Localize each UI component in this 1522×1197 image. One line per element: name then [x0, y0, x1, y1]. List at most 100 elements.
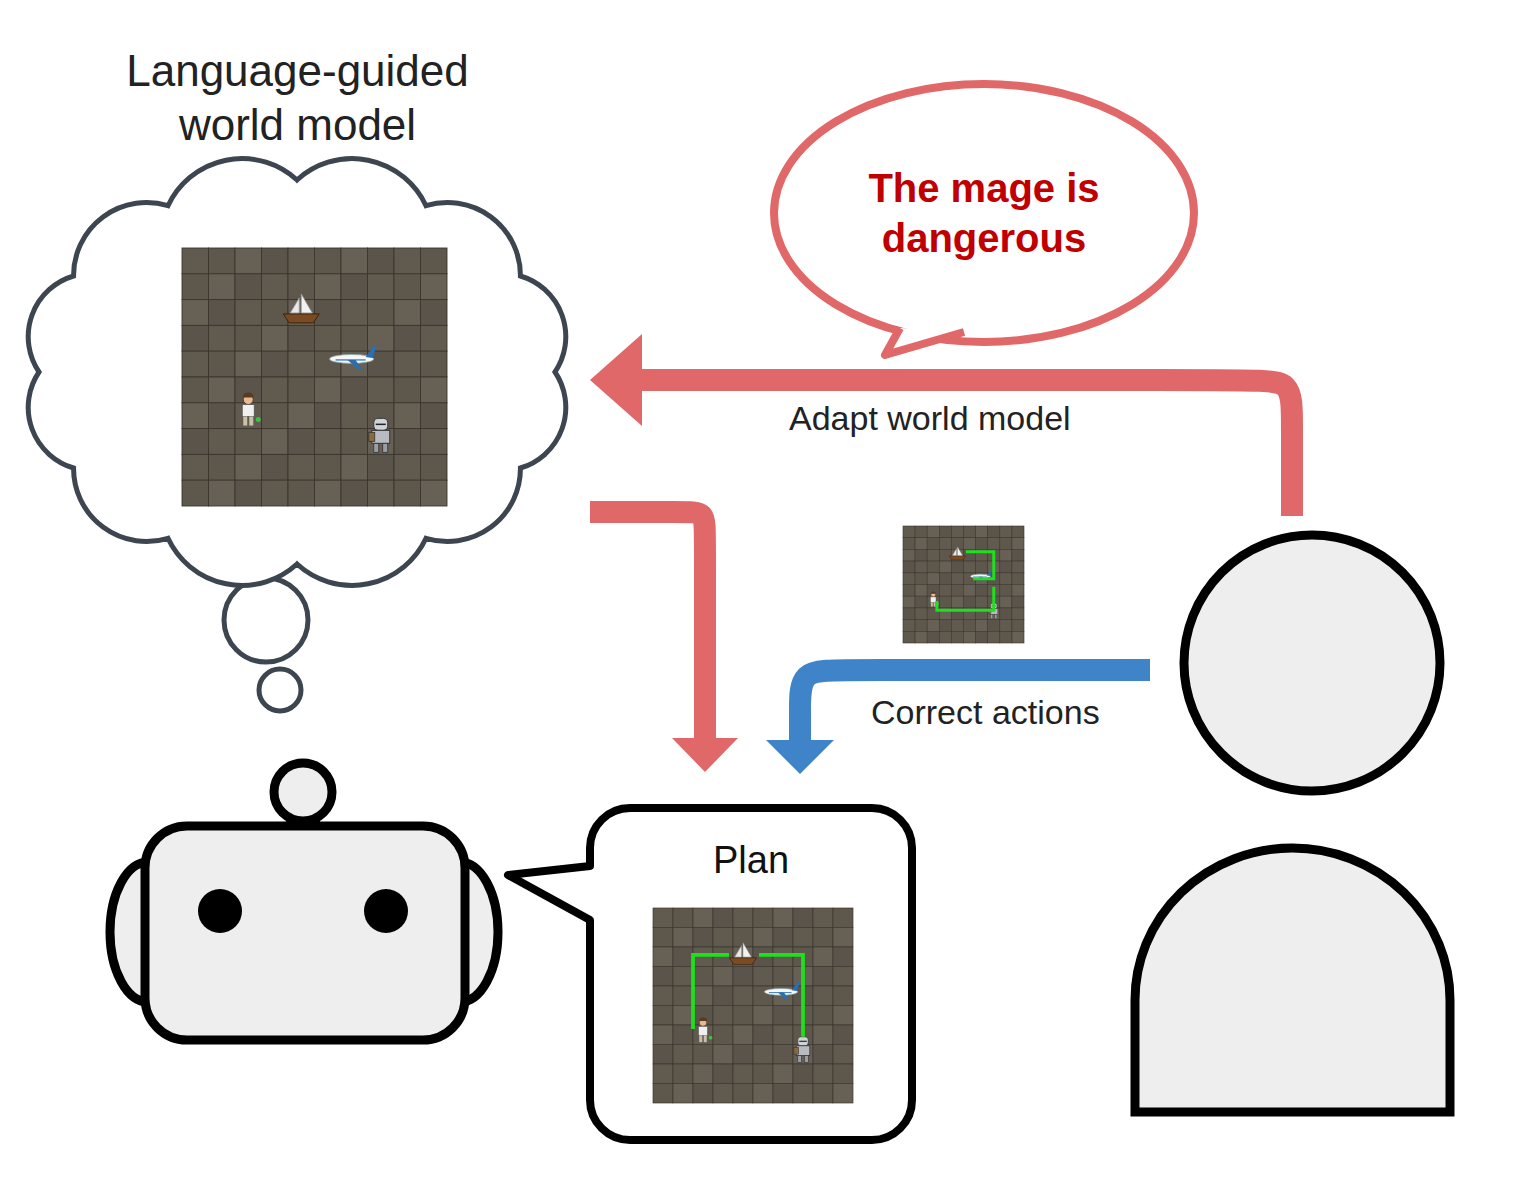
floor-tile	[927, 585, 939, 597]
floor-tile	[939, 585, 951, 597]
floor-tile	[1012, 538, 1024, 550]
knight-sprite	[369, 418, 390, 452]
floor-tile	[1012, 526, 1024, 538]
floor-tile	[773, 1045, 793, 1065]
floor-tile	[394, 429, 421, 455]
floor-tile	[833, 947, 853, 967]
floor-tile	[753, 1025, 773, 1045]
floor-tile	[1012, 585, 1024, 597]
floor-tile	[773, 1025, 793, 1045]
floor-tile	[903, 561, 915, 573]
speech-bubble: The mage is dangerous	[768, 78, 1200, 348]
floor-tile	[235, 454, 262, 480]
floor-tile	[182, 377, 209, 403]
floor-tile	[182, 351, 209, 377]
floor-tile	[976, 631, 988, 643]
floor-tile	[773, 928, 793, 948]
floor-tile	[693, 1025, 713, 1045]
floor-tile	[713, 1025, 733, 1045]
floor-tile	[1012, 549, 1024, 561]
floor-tile	[653, 967, 673, 987]
floor-tile	[753, 908, 773, 928]
floor-tile	[1000, 538, 1012, 550]
floor-tile	[653, 1064, 673, 1084]
floor-tile	[182, 454, 209, 480]
floor-tile	[315, 403, 342, 429]
floor-tile	[813, 1045, 833, 1065]
floor-tile	[927, 631, 939, 643]
floor-tile	[939, 596, 951, 608]
floor-tile	[235, 403, 262, 429]
floor-tile	[988, 631, 1000, 643]
floor-tile	[915, 538, 927, 550]
floor-tile	[903, 608, 915, 620]
floor-tile	[753, 928, 773, 948]
floor-tile	[315, 454, 342, 480]
floor-tile	[1000, 561, 1012, 573]
floor-tile	[288, 480, 315, 506]
grid-world	[653, 908, 853, 1103]
floor-tile	[1012, 561, 1024, 573]
floor-tile	[262, 480, 289, 506]
floor-tile	[793, 908, 813, 928]
arrow-head	[766, 740, 834, 774]
floor-tile	[421, 429, 448, 455]
floor-tile	[773, 908, 793, 928]
floor-tile	[315, 274, 342, 300]
floor-tile	[964, 631, 976, 643]
floor-tile	[951, 573, 963, 585]
floor-tile	[927, 538, 939, 550]
boat-sprite	[283, 294, 319, 323]
floor-tile	[813, 967, 833, 987]
floor-tile	[833, 1025, 853, 1045]
floor-tile	[341, 274, 368, 300]
bubble-tail	[885, 328, 964, 355]
floor-tile	[315, 377, 342, 403]
floor-tile	[713, 1064, 733, 1084]
floor-tile	[927, 526, 939, 538]
cloud-shape	[28, 159, 566, 586]
floor-tile	[915, 608, 927, 620]
floor-tile	[209, 248, 236, 274]
floor-tile	[773, 967, 793, 987]
floor-tile	[927, 620, 939, 632]
floor-tile	[988, 620, 1000, 632]
plan-shape	[508, 808, 912, 1140]
floor-tile	[733, 908, 753, 928]
cloud-outline	[5, 150, 590, 596]
floor-tile	[713, 1006, 733, 1026]
floor-tile	[753, 986, 773, 1006]
floor-tile	[182, 274, 209, 300]
floor-tile	[1000, 608, 1012, 620]
floor-tile	[976, 561, 988, 573]
floor-tile	[939, 620, 951, 632]
floor-tile	[209, 300, 236, 326]
floor-tile	[341, 300, 368, 326]
floor-tile	[903, 549, 915, 561]
thought-bubble	[259, 669, 301, 711]
floor-tile	[753, 1084, 773, 1104]
floor-tile	[939, 561, 951, 573]
floor-tile	[368, 403, 395, 429]
floor-tile	[288, 325, 315, 351]
floor-tile	[673, 986, 693, 1006]
floor-tile	[394, 325, 421, 351]
floor-tile	[341, 480, 368, 506]
floor-tile	[1012, 608, 1024, 620]
plan-path	[937, 587, 994, 610]
floor-tile	[793, 928, 813, 948]
floor-tile	[235, 274, 262, 300]
floor-tile	[1000, 573, 1012, 585]
floor-tile	[939, 573, 951, 585]
person-figure	[1135, 535, 1450, 1112]
arrow-shaft	[590, 512, 705, 740]
floor-tile	[813, 947, 833, 967]
floor-tile	[773, 1006, 793, 1026]
person-sprite	[242, 393, 261, 426]
floor-tile	[288, 429, 315, 455]
floor-tile	[733, 986, 753, 1006]
thought-cloud: Language-guided world model	[5, 36, 590, 596]
floor-tile	[939, 631, 951, 643]
floor-tile	[773, 1064, 793, 1084]
floor-tile	[833, 1064, 853, 1084]
